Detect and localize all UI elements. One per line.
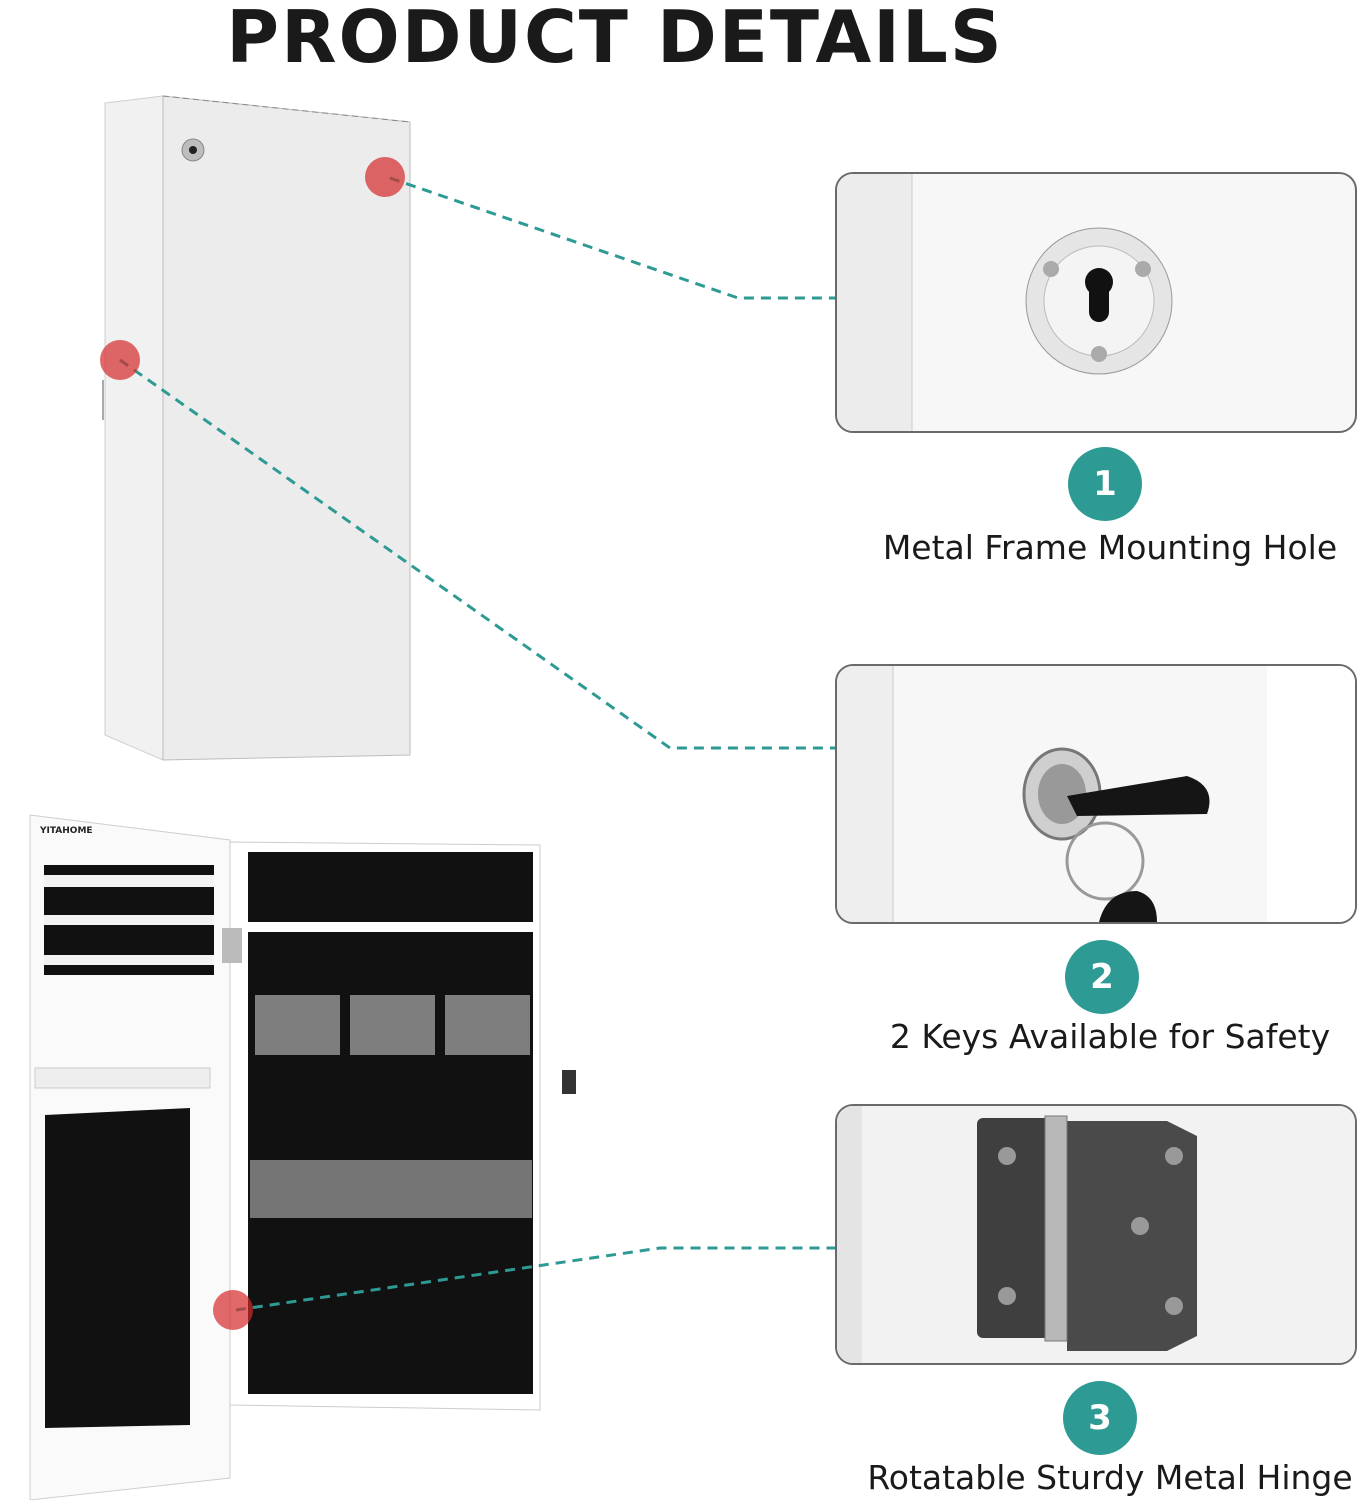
lock-key-icon [837, 666, 1355, 922]
feature-number-1: 1 [1068, 447, 1142, 521]
hinge-icon [837, 1106, 1355, 1363]
feature-label-2: 2 Keys Available for Safety [889, 1017, 1331, 1056]
feature-label-1: Metal Frame Mounting Hole [882, 528, 1338, 567]
open-cabinet [29, 814, 576, 1500]
keyhole-mount-icon [837, 174, 1173, 431]
feature-label-3: Rotatable Sturdy Metal Hinge [867, 1458, 1353, 1497]
connector-line-2 [119, 358, 835, 750]
callout-keys [835, 664, 1357, 924]
closed-cabinet [102, 95, 411, 761]
connector-line-3 [235, 1246, 835, 1312]
callout-hinge [835, 1104, 1357, 1365]
brand-logo: YITAHOME [40, 826, 93, 836]
feature-number-3: 3 [1063, 1381, 1137, 1455]
callout-mounting-hole [835, 172, 1357, 433]
marker-lock [100, 340, 140, 380]
connector-line-1 [389, 176, 835, 300]
feature-number-2: 2 [1065, 940, 1139, 1014]
marker-mount-hole [365, 157, 405, 197]
marker-hinge [213, 1290, 253, 1330]
page-title: PRODUCT DETAILS [226, 0, 1004, 79]
